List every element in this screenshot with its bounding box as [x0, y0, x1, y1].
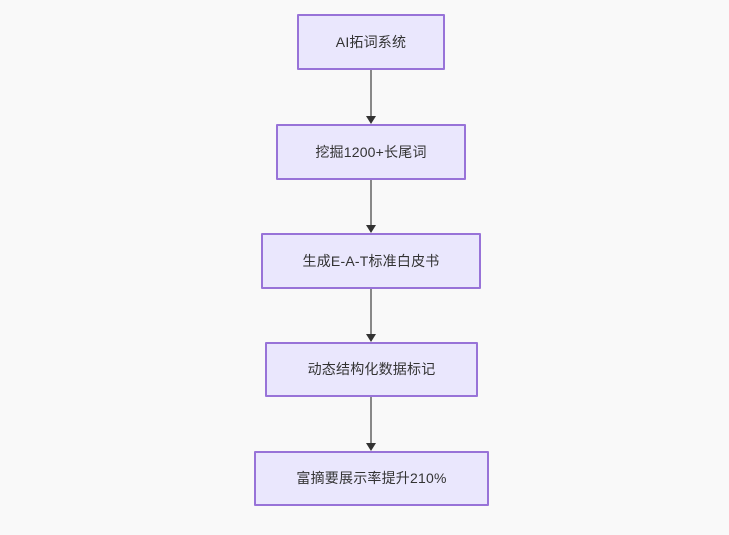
flow-node-label: 生成E-A-T标准白皮书 — [302, 252, 440, 269]
flow-edge-node3-to-node4 — [361, 289, 381, 342]
flow-node-label: AI拓词系统 — [335, 33, 407, 50]
arrow-down-icon — [366, 443, 376, 451]
flow-node-label: 挖掘1200+长尾词 — [315, 143, 427, 160]
flow-node-generate-eat-whitepaper[interactable]: 生成E-A-T标准白皮书 — [261, 233, 481, 289]
flow-node-mine-longtail-keywords[interactable]: 挖掘1200+长尾词 — [276, 124, 466, 180]
connector-line — [370, 397, 372, 443]
flow-edge-node2-to-node3 — [361, 180, 381, 233]
flow-node-rich-snippet-impression-lift[interactable]: 富摘要展示率提升210% — [254, 451, 489, 506]
arrow-down-icon — [366, 225, 376, 233]
flow-node-dynamic-structured-data-markup[interactable]: 动态结构化数据标记 — [265, 342, 478, 397]
connector-line — [370, 70, 372, 116]
connector-line — [370, 180, 372, 225]
connector-line — [370, 289, 372, 334]
flow-node-label: 动态结构化数据标记 — [307, 361, 436, 378]
arrow-down-icon — [366, 334, 376, 342]
flow-edge-node4-to-node5 — [361, 397, 381, 451]
flow-node-ai-keyword-system[interactable]: AI拓词系统 — [297, 14, 445, 70]
flow-edge-node1-to-node2 — [361, 70, 381, 124]
arrow-down-icon — [366, 116, 376, 124]
flow-node-label: 富摘要展示率提升210% — [296, 470, 447, 487]
